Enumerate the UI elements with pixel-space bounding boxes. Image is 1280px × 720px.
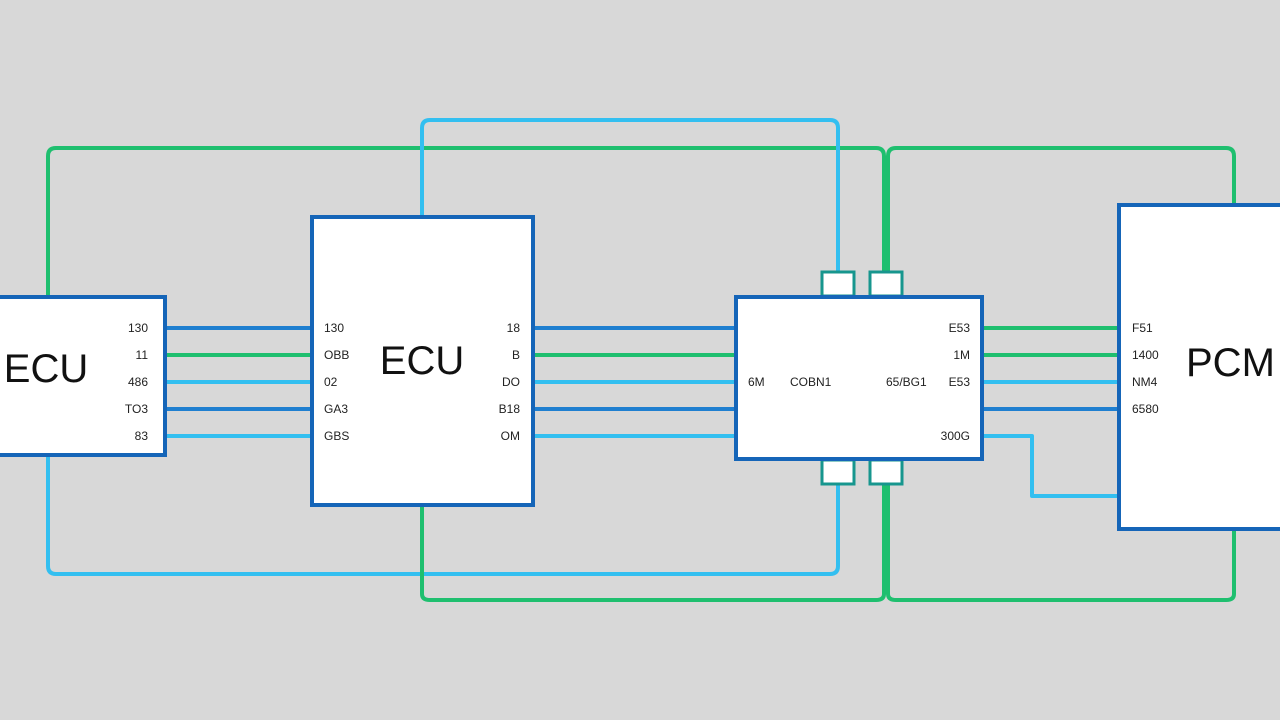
junction-box	[734, 295, 984, 461]
wire-bottom-green	[420, 480, 886, 602]
pcm-box	[1117, 203, 1280, 531]
pin-label: 02	[324, 375, 338, 389]
bus-c-wire-5	[980, 434, 1120, 498]
wire-bottom-blue	[46, 454, 840, 576]
pin-label: 130	[128, 321, 148, 335]
pin-label: OM	[501, 429, 520, 443]
pin-label: DO	[502, 375, 520, 389]
junction-inner-label: 65/BG1	[886, 375, 927, 389]
pin-label: NM4	[1132, 375, 1158, 389]
wire-top-blue	[420, 118, 840, 276]
pin-label: B	[512, 348, 520, 362]
pin-label: 11	[136, 348, 149, 362]
center-ecu-title: ECU	[380, 339, 464, 383]
junction-connector-bottom-2	[868, 458, 904, 486]
pin-label: 130	[324, 321, 344, 335]
wire-top-green	[46, 146, 886, 298]
junction-inner-label: 6M	[748, 375, 765, 389]
center-ecu-left-pins: 130 OBB 02 GA3 GBS	[324, 321, 349, 443]
pin-label: GBS	[324, 429, 349, 443]
pin-label: 486	[128, 375, 148, 389]
center-ecu-right-pins: 18 B DO B18 OM	[499, 321, 521, 443]
pin-label: 18	[507, 321, 521, 335]
pin-label: 1M	[953, 348, 970, 362]
pin-label: TO3	[125, 402, 148, 416]
left-ecu-box	[0, 295, 167, 457]
pin-label: 83	[135, 429, 149, 443]
pin-label: B18	[499, 402, 521, 416]
left-ecu-pins: 130 11 486 TO3 83	[125, 321, 148, 443]
pin-label: GA3	[324, 402, 348, 416]
junction-connector-bottom-1	[820, 458, 856, 486]
pin-label: 6580	[1132, 402, 1159, 416]
pin-label: OBB	[324, 348, 349, 362]
wire-top-green-pcm	[886, 146, 1236, 276]
pcm-left-pins: F51 1400 NM4 6580	[1132, 321, 1159, 416]
junction-inner-label: COBN1	[790, 375, 832, 389]
pin-label: E53	[949, 375, 971, 389]
wire-bottom-green-pcm	[886, 480, 1236, 602]
junction-labels: 6M COBN1 65/BG1 E53 1M E53 300G	[748, 321, 970, 443]
left-ecu-title: ECU	[4, 347, 88, 391]
pin-label: 300G	[941, 429, 970, 443]
pin-label: F51	[1132, 321, 1153, 335]
pcm-title: PCM	[1186, 341, 1275, 385]
center-ecu-box	[310, 215, 535, 507]
pin-label: 1400	[1132, 348, 1159, 362]
pin-label: E53	[949, 321, 971, 335]
